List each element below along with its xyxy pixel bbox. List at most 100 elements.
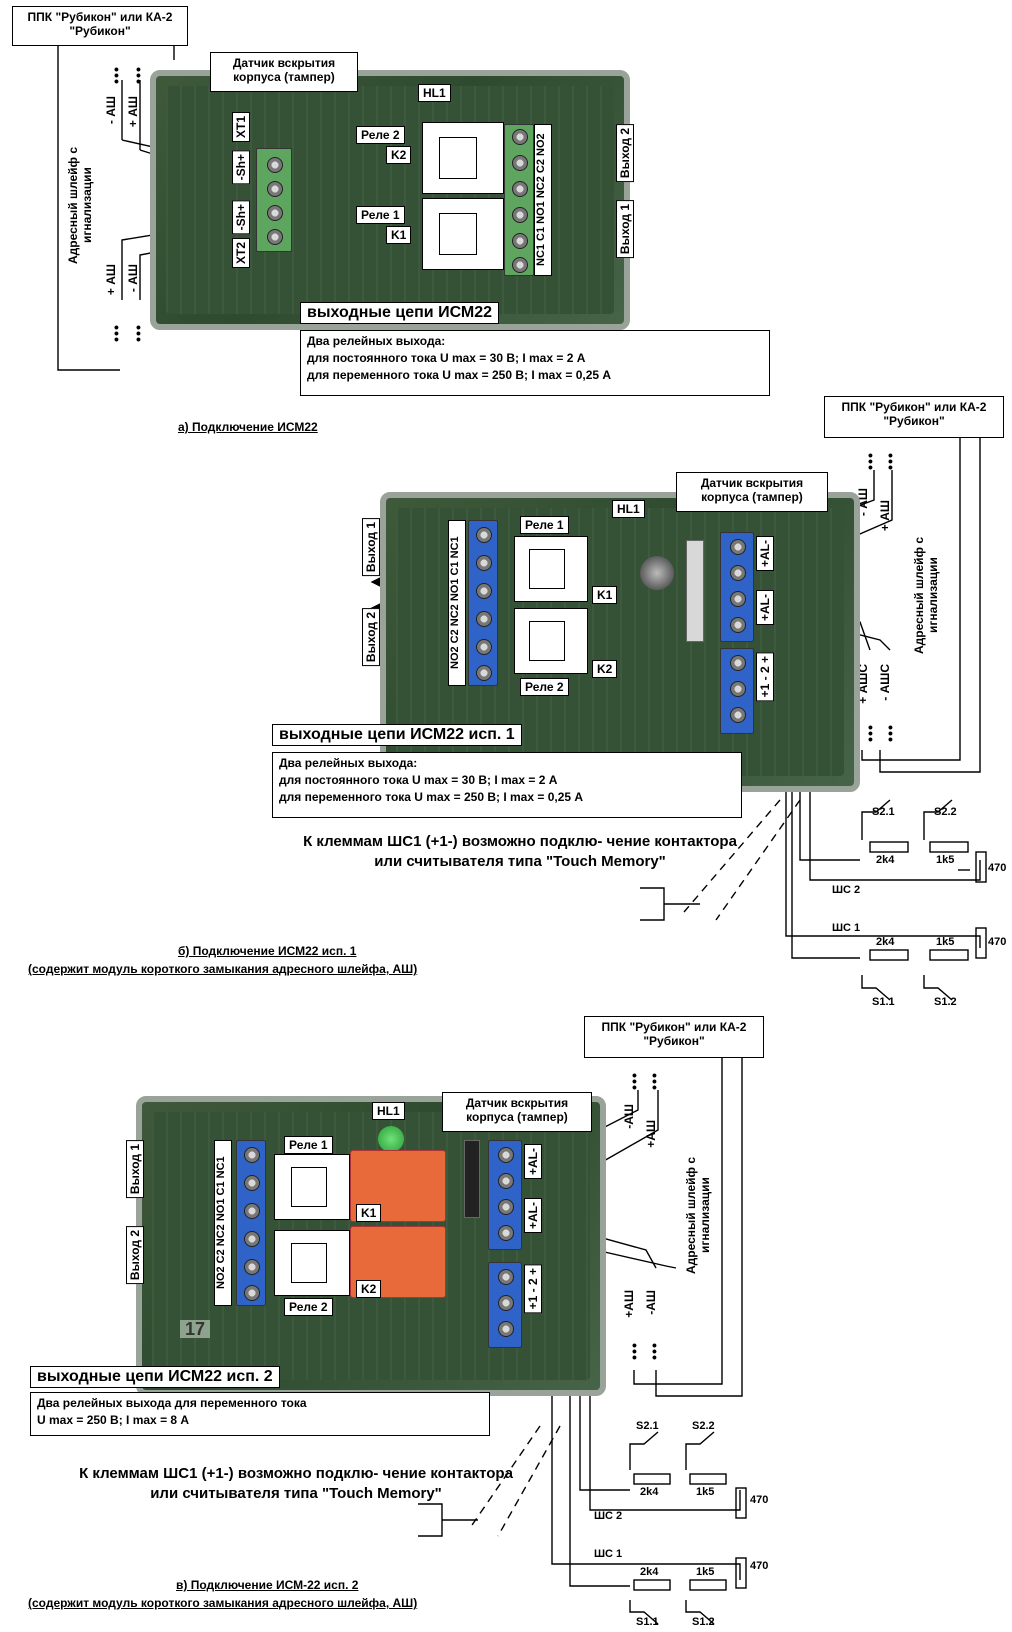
- shc-terminal-label-c: +1 - 2 +: [524, 1264, 542, 1314]
- caption-a: а) Подключение ИСМ22: [178, 420, 318, 434]
- k1-label-b: K1: [592, 586, 618, 604]
- spec-b-line1: Два релейных выхода:: [279, 756, 418, 770]
- relay-k1-symbol-a: [422, 198, 504, 270]
- hl1-label-b: HL1: [612, 500, 645, 518]
- r470-label-c1: 470: [750, 1494, 769, 1506]
- loop-label-c: Адресный шлейф с игнализации: [684, 1156, 712, 1274]
- out1-label-c: Выход 1: [126, 1140, 144, 1199]
- sh-label-bot: -Sh+: [232, 200, 250, 235]
- neg-ash-label-a-top: - АШ: [104, 96, 118, 125]
- spec-b-line3: для переменного тока U max = 250 В; I ma…: [279, 790, 584, 804]
- r1k5-label-b2: 1k5: [936, 936, 955, 948]
- al-label-c-top: +AL-: [524, 1144, 542, 1179]
- connector-dots-b1: •••: [868, 447, 873, 475]
- r1k5-label-c2: 1k5: [696, 1566, 715, 1578]
- r1k5-label-c1: 1k5: [696, 1486, 715, 1498]
- rele1-label-c: Реле 1: [284, 1136, 333, 1154]
- s21-label-b: S2.1: [872, 806, 895, 818]
- board-a: [150, 70, 630, 330]
- pins-label-b: NO2 C2 NC2 NO1 C1 NC1: [448, 520, 466, 686]
- connector-dots-a2: •••: [136, 61, 141, 89]
- s22-label-c: S2.2: [692, 1420, 715, 1432]
- spec-box-a: Два релейных выхода: для постоянного ток…: [300, 330, 770, 396]
- touch-memory-note-b: К клеммам ШС1 (+1-) возможно подклю- чен…: [303, 833, 737, 870]
- xt2-label: XT2: [232, 238, 250, 269]
- r2k4-label-b1: 2k4: [876, 854, 895, 866]
- out2-label-c: Выход 2: [126, 1226, 144, 1285]
- rele1-label-a: Реле 1: [356, 206, 405, 224]
- spec-title-a: выходные цепи ИСМ22: [300, 302, 500, 324]
- xt1-label: XT1: [232, 112, 250, 143]
- terminal-block-c-right-top: [488, 1140, 522, 1250]
- out1-label-b: Выход 1: [362, 518, 380, 577]
- tamper-label-a: Датчик вскрытия корпуса (тампер): [210, 52, 358, 92]
- k2-label-b: K2: [592, 660, 618, 678]
- s11-label-b: S1.1: [872, 996, 895, 1008]
- connector-dots-b4: •••: [888, 719, 893, 747]
- ppk-label-c: ППК "Рубикон" или КА-2 "Рубикон": [584, 1016, 764, 1058]
- connector-dots-a3: •••: [114, 319, 119, 347]
- s21-label-c: S2.1: [636, 1420, 659, 1432]
- connector-dots-c1: •••: [632, 1067, 637, 1095]
- neg-ash-label-c2: -АШ: [644, 1290, 658, 1315]
- pos-ash-label-a-bot: + АШ: [104, 264, 118, 296]
- hl1-label-c: HL1: [372, 1102, 405, 1120]
- tamper-switch-c: [464, 1140, 480, 1218]
- touch-memory-note-c: К клеммам ШС1 (+1-) возможно подклю- чен…: [79, 1465, 513, 1502]
- s11-label-c: S1.1: [636, 1616, 659, 1628]
- r2k4-label-c2: 2k4: [640, 1566, 659, 1578]
- terminal-block-a-right: [504, 124, 534, 276]
- spec-b-line2: для постоянного тока U max = 30 В; I max…: [279, 773, 558, 787]
- terminal-block-b-right-top: [720, 532, 754, 642]
- spec-a-line3: для переменного тока U max = 250 В; I ma…: [307, 368, 612, 382]
- connector-dots-a4: •••: [136, 319, 141, 347]
- shc-terminal-label-b: +1 - 2 +: [756, 652, 774, 702]
- s12-label-c: S1.2: [692, 1616, 715, 1628]
- relay-k1-symbol-c: [274, 1154, 350, 1220]
- spec-c-line1: Два релейных выхода для переменного тока: [37, 1396, 307, 1410]
- wire-a-left: [57, 46, 120, 371]
- connector-dots-a: •••: [114, 61, 119, 89]
- k1-label-c: K1: [356, 1204, 382, 1222]
- rele1-label-b: Реле 1: [520, 516, 569, 534]
- connector-dots-c4: •••: [652, 1337, 657, 1365]
- caption-c-2: (содержит модуль короткого замыкания адр…: [28, 1596, 418, 1610]
- spec-a-line1: Два релейных выхода:: [307, 334, 446, 348]
- al-label-c-bot: +AL-: [524, 1198, 542, 1233]
- tamper-label-c: Датчик вскрытия корпуса (тампер): [442, 1092, 592, 1132]
- relay-k2-symbol-b: [514, 608, 588, 674]
- spec-box-b: Два релейных выхода: для постоянного ток…: [272, 752, 742, 818]
- terminal-block-b-left: [468, 520, 498, 686]
- rele2-label-b: Реле 2: [520, 678, 569, 696]
- terminal-block-c-left: [236, 1140, 266, 1306]
- k2-label-c: K2: [356, 1280, 382, 1298]
- pos-ash-label-a-top: + АШ: [126, 96, 140, 128]
- terminal-block-b-right-bot: [720, 648, 754, 734]
- pos-ash-label-b: + АШ: [878, 500, 892, 532]
- ppk-label-a: ППК "Рубикон" или КА-2 "Рубикон": [12, 6, 188, 46]
- rele2-label-a: Реле 2: [356, 126, 405, 144]
- spec-title-c: выходные цепи ИСМ22 исп. 2: [30, 1366, 280, 1388]
- shc2-label-c: ШС 2: [594, 1510, 623, 1522]
- tamper-switch-b: [686, 540, 704, 642]
- r1k5-label-b1: 1k5: [936, 854, 955, 866]
- loop-label-a: Адресный шлейф с игнализации: [66, 146, 94, 264]
- caption-b-1: б) Подключение ИСМ22 исп. 1: [178, 944, 357, 958]
- s12-label-b: S1.2: [934, 996, 957, 1008]
- k1-label-a: K1: [386, 226, 412, 244]
- connector-dots-b3: •••: [868, 719, 873, 747]
- spec-box-c: Два релейных выхода для переменного тока…: [30, 1392, 490, 1436]
- caption-b-2: (содержит модуль короткого замыкания адр…: [28, 962, 418, 976]
- relay-k2-symbol-c: [274, 1230, 350, 1296]
- pins-label-a: NC1 C1 NO1 NC2 C2 NO2: [534, 124, 552, 276]
- out2-label-b: Выход 2: [362, 608, 380, 667]
- al-label-b-top: +AL-: [756, 536, 774, 571]
- spec-c-line2: U max = 250 В; I max = 8 А: [37, 1413, 190, 1427]
- connector-dots-c2: •••: [652, 1067, 657, 1095]
- capacitor-b: [640, 556, 674, 590]
- spec-a-line2: для постоянного тока U max = 30 В; I max…: [307, 351, 586, 365]
- ppk-label-b: ППК "Рубикон" или КА-2 "Рубикон": [824, 396, 1004, 438]
- terminal-block-c-right-bot: [488, 1262, 522, 1348]
- r470-label-b2: 470: [988, 936, 1007, 948]
- r470-label-b1: 470: [988, 862, 1007, 874]
